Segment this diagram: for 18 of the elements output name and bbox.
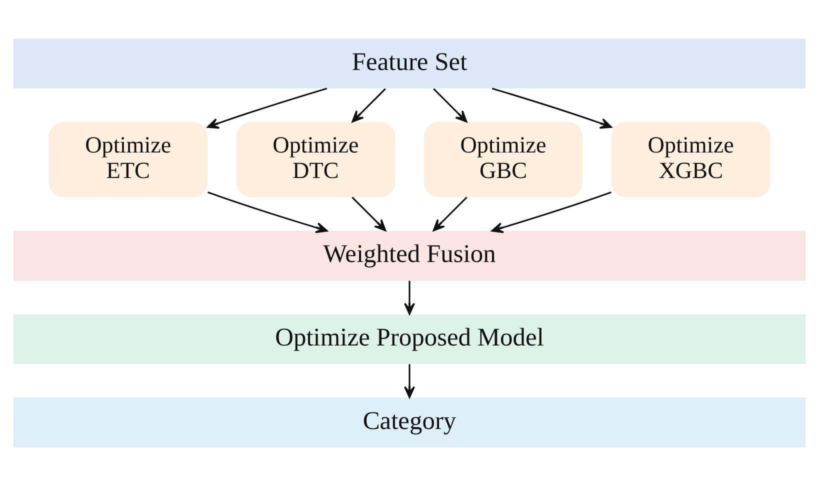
arrow (404, 280, 415, 315)
arrow (491, 191, 612, 234)
arrow (433, 88, 468, 122)
node-box: Optimize Proposed Model (14, 314, 806, 364)
arrow (207, 88, 328, 129)
arrow (352, 88, 386, 122)
arrow (432, 196, 468, 232)
node-box: Optimize DTC (236, 122, 396, 198)
arrow (404, 364, 415, 398)
node-box: Weighted Fusion (14, 230, 806, 281)
node-box: Optimize ETC (48, 122, 208, 198)
arrow (352, 196, 386, 232)
node-box: Optimize GBC (424, 122, 583, 198)
arrow (492, 88, 612, 129)
node-box: Feature Set (14, 38, 806, 88)
arrow (208, 191, 328, 234)
node-box: Category (14, 398, 806, 448)
node-box: Optimize XGBC (612, 122, 770, 198)
